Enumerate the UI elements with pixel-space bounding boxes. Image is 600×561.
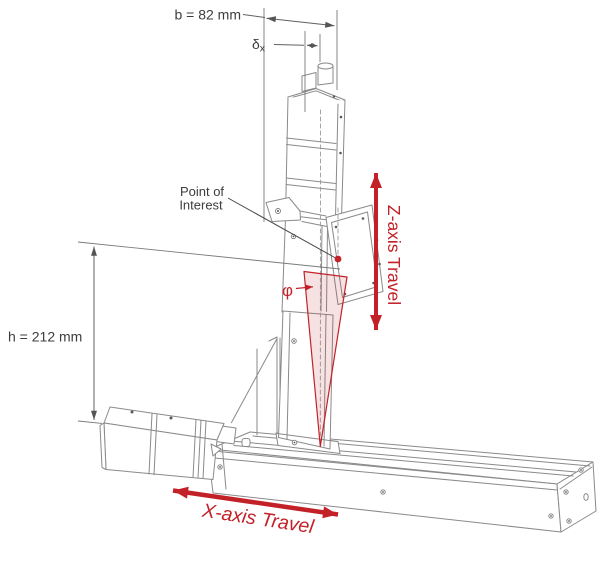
- stage-assembly: [99, 62, 597, 533]
- offset-dimension-line: [306, 43, 318, 49]
- height-dimension-label: h = 212 mm: [8, 329, 82, 345]
- x-axis-motor: [99, 406, 251, 480]
- width-dimension-label: b = 82 mm: [174, 7, 241, 23]
- angle-cone: [303, 270, 348, 448]
- x-travel-label: X-axis Travel: [200, 500, 316, 539]
- z-travel: Z-axis Travel: [370, 173, 404, 330]
- poi-label-line2: Interest: [179, 198, 223, 213]
- offset-symbol: δ: [252, 36, 260, 52]
- carriage-plate: [325, 204, 384, 305]
- angle-arrow: [295, 284, 314, 291]
- offset-dimension: δx: [252, 31, 321, 112]
- offset-dimension-leader: [273, 44, 305, 46]
- poi-annotation: Point of Interest: [179, 184, 337, 259]
- angle-label: φ: [282, 281, 293, 300]
- carriage-upper-bracket: [265, 197, 301, 222]
- rail-screws: [217, 437, 584, 524]
- dimension-annotations: b = 82 mm δx h = 212 mm Point of Interes…: [8, 7, 341, 424]
- height-dimension: h = 212 mm: [8, 241, 341, 424]
- poi-marker-dot: [334, 255, 342, 263]
- poi-leader-line: [227, 197, 337, 259]
- z-axis-column: [265, 62, 384, 450]
- width-dimension-leader: [242, 14, 266, 18]
- z-travel-label: Z-axis Travel: [384, 205, 404, 305]
- support-gusset: [231, 336, 281, 436]
- width-dimension: b = 82 mm: [174, 7, 338, 222]
- offset-subscript: x: [260, 43, 266, 55]
- width-dimension-line: [266, 16, 335, 28]
- x-travel-arrow: [172, 486, 339, 519]
- offset-dimension-label: δx: [252, 36, 266, 55]
- poi-label-line1: Point of: [180, 184, 224, 199]
